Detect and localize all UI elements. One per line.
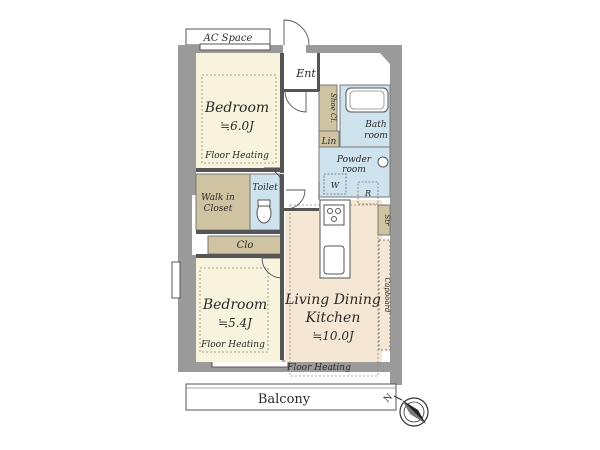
walk-in-closet (195, 173, 251, 231)
linen-label: Lin (321, 137, 337, 147)
cupboard-label: Cupboard (383, 277, 391, 313)
ent-label: Ent (295, 67, 316, 80)
bedroom-1-name: Bedroom (204, 100, 269, 116)
bathtub-icon (345, 87, 389, 113)
storage-label: Str (383, 215, 391, 227)
powder-room (318, 146, 391, 198)
bedroom-1-size: ≒6.0J (220, 119, 255, 133)
sink-icon (377, 156, 389, 168)
ldk-size: ≒10.0J (312, 329, 355, 343)
cupboard (378, 239, 391, 351)
entrance (283, 53, 319, 91)
bath-label-2: room (364, 131, 388, 141)
shoe-closet-label: Shoe Cl. (329, 93, 337, 123)
ldk-label-1: Living Dining (284, 292, 381, 308)
hallway (283, 91, 319, 211)
interior-walls (196, 53, 320, 360)
washer-space (323, 173, 347, 195)
ldk-heating: Floor Heating (286, 363, 351, 373)
bedroom-1 (196, 53, 282, 168)
living-dining-kitchen (285, 200, 382, 362)
toilet-label: Toilet (252, 183, 278, 193)
windows (171, 43, 289, 368)
bedroom-1-heating: Floor Heating (204, 151, 269, 161)
ac-space-label: AC Space (203, 33, 253, 44)
ldk-label-2: Kitchen (305, 310, 361, 326)
doors (261, 19, 320, 279)
walk-in-label-2: Closet (204, 204, 233, 214)
washer-label: W (331, 181, 340, 190)
kitchen-sink-icon (323, 245, 345, 275)
bedroom-2-size: ≒5.4J (218, 316, 253, 330)
walk-in-label-1: Walk in (201, 193, 235, 203)
compass-icon: N (382, 392, 429, 427)
bedroom-2-heating: Floor Heating (200, 340, 265, 350)
balcony-label: Balcony (258, 392, 311, 407)
refrigerator-label: R (364, 189, 371, 198)
stove-icon (323, 204, 345, 226)
bath-label-1: Bath (364, 120, 386, 130)
powder-label-2: room (342, 165, 366, 175)
storage (377, 204, 391, 236)
bedroom-2-name: Bedroom (202, 297, 267, 313)
powder-label-1: Powder (336, 155, 372, 165)
closet-label: Clo (237, 240, 254, 251)
